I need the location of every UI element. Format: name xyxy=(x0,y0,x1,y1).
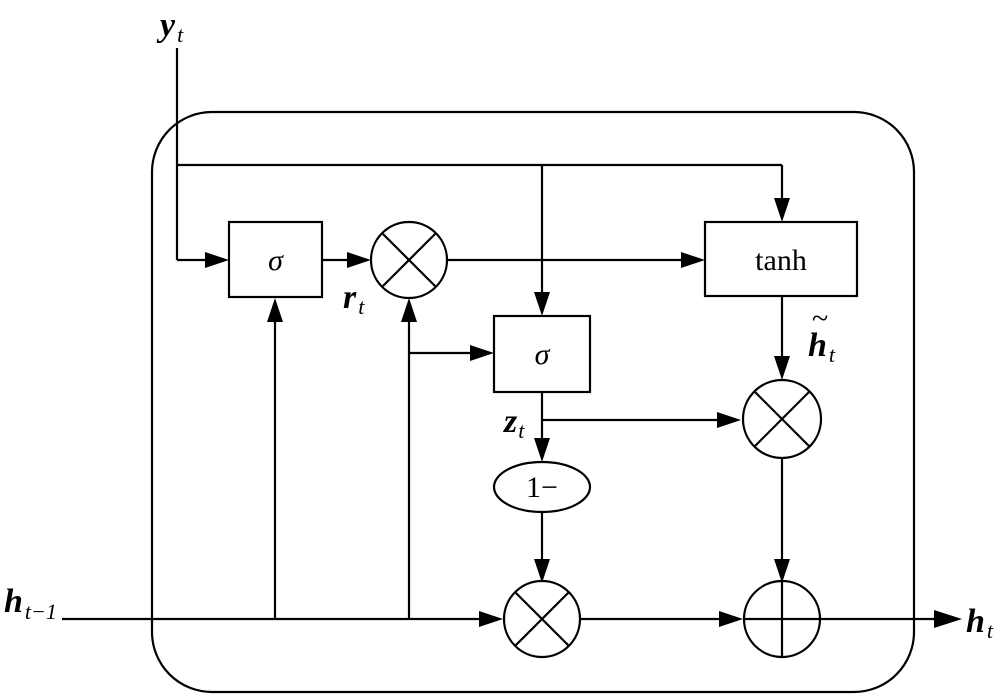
add-node xyxy=(742,579,822,659)
tanh-block xyxy=(703,220,859,298)
arrowhead-into-one-minus xyxy=(534,438,550,462)
input-label: yt xyxy=(156,7,184,47)
sigma-reset-label: σ xyxy=(268,244,284,277)
arrowhead-into-sigma-reset xyxy=(205,252,229,268)
candidate-label: ht ~ xyxy=(808,302,836,367)
candidate-tilde: ~ xyxy=(812,302,828,335)
update-label: zt xyxy=(503,403,525,443)
one-minus-label: 1− xyxy=(526,471,558,504)
cell-boundary xyxy=(150,110,916,694)
multiply-candidate-node xyxy=(741,378,823,460)
arrowhead-tanh-to-mult-right xyxy=(774,356,790,380)
sigma-update-gate xyxy=(492,314,592,394)
svg-text:ht: ht xyxy=(808,327,836,367)
multiply-prev-node xyxy=(502,579,582,659)
sigma-update-label: σ xyxy=(535,338,551,371)
prev-state-label: ht−1 xyxy=(4,583,57,624)
arrowhead-into-mult-bottom-left xyxy=(479,611,503,627)
arrowhead-into-tanh xyxy=(681,252,705,268)
arrowhead-into-add-top xyxy=(774,559,790,583)
arrowhead-up-mult-reset xyxy=(401,298,417,322)
tanh-label: tanh xyxy=(755,244,807,277)
arrowhead-output xyxy=(934,610,962,628)
output-label: ht xyxy=(966,603,994,643)
reset-label: rt xyxy=(343,279,365,319)
sigma-reset-gate xyxy=(227,220,324,299)
arrowhead-up-sigma-reset xyxy=(267,298,283,322)
arrowhead-into-add-left xyxy=(719,611,743,627)
multiply-reset-node xyxy=(369,220,449,300)
arrowhead-into-sigma-update xyxy=(470,345,494,361)
arrowhead-into-mult-right xyxy=(717,412,741,428)
one-minus-node xyxy=(492,460,592,514)
arrowhead-into-mult-reset xyxy=(347,252,371,268)
arrowhead-bus-to-tanh xyxy=(774,198,790,222)
arrowhead-bus-to-sigma-update xyxy=(534,292,550,316)
arrowhead-into-mult-bottom-top xyxy=(534,559,550,583)
